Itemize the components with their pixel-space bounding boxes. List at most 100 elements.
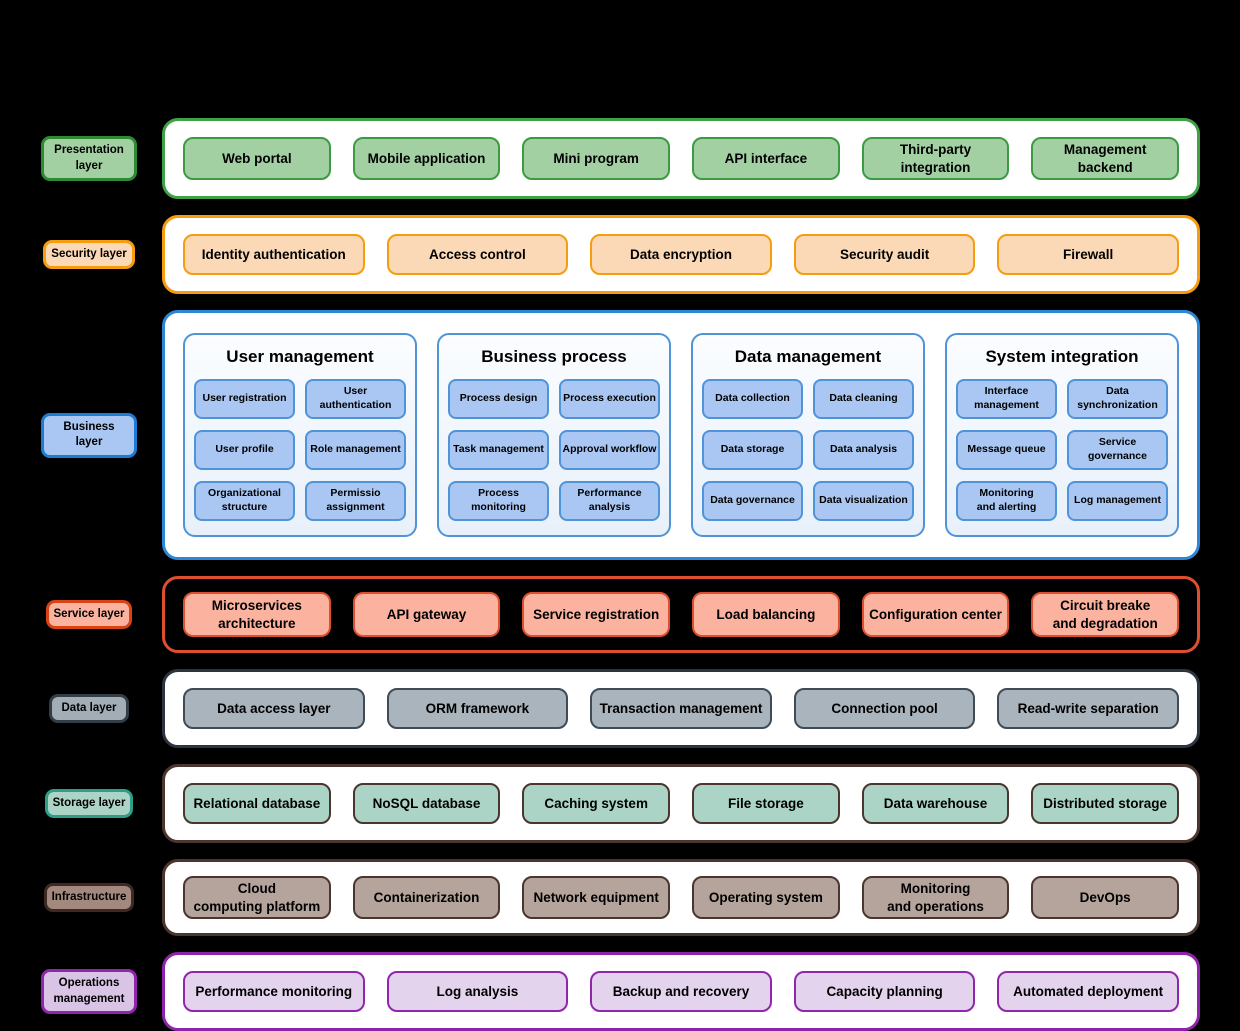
operations-layer-row: Operations management Performance monito… — [36, 952, 1200, 1031]
group-grid: Data collection Data cleaning Data stora… — [702, 379, 914, 522]
business-item: Data collection — [702, 379, 803, 420]
storage-item: NoSQL database — [352, 783, 501, 825]
storage-layer-row: Storage layer Relational database NoSQL … — [36, 764, 1200, 844]
presentation-item: Web portal — [183, 137, 331, 181]
storage-item: Data warehouse — [861, 783, 1010, 825]
presentation-layer-row: Presentation layer Web portal Mobile app… — [36, 118, 1200, 200]
data-item: Read-write separation — [997, 688, 1179, 730]
data-layer-label: Data layer — [49, 693, 129, 724]
business-item: User authentication — [305, 379, 406, 420]
security-layer-label-col: Security layer — [36, 239, 142, 270]
group-title: User management — [226, 347, 374, 367]
business-item: Approval workflow — [559, 430, 660, 471]
business-item: Data storage — [702, 430, 803, 471]
presentation-item: Mobile application — [352, 137, 501, 181]
presentation-item: API interface — [692, 137, 840, 181]
presentation-item: Mini program — [522, 137, 671, 181]
business-item: Monitoring and alerting — [956, 481, 1057, 522]
storage-item: Relational database — [183, 783, 331, 825]
storage-layer-label-col: Storage layer — [36, 788, 142, 819]
business-layer-row: Business layer User management User regi… — [36, 310, 1200, 561]
service-layer-container: Microservices architecture API gateway S… — [162, 576, 1200, 654]
infrastructure-item: Monitoring and operations — [861, 876, 1010, 920]
business-item: Performance analysis — [559, 481, 660, 522]
presentation-item: Third-party integration — [861, 137, 1010, 181]
security-layer-label: Security layer — [43, 239, 135, 270]
security-layer-row: Security layer Identity authentication A… — [36, 215, 1200, 295]
business-item: Task management — [448, 430, 549, 471]
group-grid: Process design Process execution Task ma… — [448, 379, 660, 522]
business-item: Role management — [305, 430, 406, 471]
storage-item: Caching system — [522, 783, 671, 825]
infrastructure-item: Operating system — [692, 876, 840, 920]
business-item: Process monitoring — [448, 481, 549, 522]
operations-item: Log analysis — [386, 971, 569, 1013]
security-item: Data encryption — [590, 234, 772, 276]
data-layer-label-col: Data layer — [36, 693, 142, 724]
security-item: Access control — [386, 234, 569, 276]
infrastructure-layer-label-col: Infrastructure — [36, 882, 142, 913]
data-item: Transaction management — [590, 688, 772, 730]
business-item: Message queue — [956, 430, 1057, 471]
security-item: Firewall — [997, 234, 1179, 276]
business-item: Interface management — [956, 379, 1057, 420]
group-grid: User registration User authentication Us… — [194, 379, 406, 522]
business-item: Process execution — [559, 379, 660, 420]
system-integration-group: System integration Interface management … — [945, 333, 1179, 538]
group-title: Data management — [734, 347, 882, 367]
operations-item: Backup and recovery — [590, 971, 772, 1013]
infrastructure-layer-row: Infrastructure Cloud computing platform … — [36, 859, 1200, 937]
business-item: Data analysis — [813, 430, 914, 471]
presentation-layer-container: Web portal Mobile application Mini progr… — [162, 118, 1200, 200]
business-item: Service governance — [1067, 430, 1168, 471]
presentation-layer-label: Presentation layer — [41, 136, 137, 182]
business-layer-label: Business layer — [41, 412, 137, 458]
operations-layer-label: Operations management — [41, 969, 137, 1015]
business-item: Data visualization — [813, 481, 914, 522]
infrastructure-item: Containerization — [352, 876, 501, 920]
security-item: Security audit — [793, 234, 976, 276]
infrastructure-layer-container: Cloud computing platform Containerizatio… — [162, 859, 1200, 937]
group-grid: Interface management Data synchronizatio… — [956, 379, 1168, 522]
data-item: Data access layer — [183, 688, 365, 730]
service-item: Service registration — [522, 592, 671, 638]
service-item: Circuit breake and degradation — [1031, 592, 1180, 638]
operations-item: Automated deployment — [997, 971, 1179, 1013]
data-item: ORM framework — [386, 688, 569, 730]
business-item: Data governance — [702, 481, 803, 522]
security-item: Identity authentication — [183, 234, 365, 276]
user-management-group: User management User registration User a… — [183, 333, 417, 538]
business-item: Process design — [448, 379, 549, 420]
data-item: Connection pool — [793, 688, 976, 730]
business-item: Data cleaning — [813, 379, 914, 420]
service-layer-label-col: Service layer — [36, 599, 142, 630]
group-title: Business process — [481, 347, 627, 367]
business-item: Organizational structure — [194, 481, 295, 522]
operations-layer-label-col: Operations management — [36, 969, 142, 1015]
service-layer-row: Service layer Microservices architecture… — [36, 576, 1200, 654]
business-item: Permissio assignment — [305, 481, 406, 522]
data-management-group: Data management Data collection Data cle… — [691, 333, 925, 538]
business-process-group: Business process Process design Process … — [437, 333, 671, 538]
storage-item: File storage — [692, 783, 840, 825]
service-layer-label: Service layer — [45, 599, 133, 630]
infrastructure-item: Cloud computing platform — [183, 876, 331, 920]
business-layer-container: User management User registration User a… — [162, 310, 1200, 561]
operations-item: Performance monitoring — [183, 971, 365, 1013]
group-title: System integration — [985, 347, 1139, 367]
service-item: API gateway — [352, 592, 501, 638]
storage-layer-container: Relational database NoSQL database Cachi… — [162, 764, 1200, 844]
business-item: Log management — [1067, 481, 1168, 522]
storage-layer-label: Storage layer — [44, 788, 134, 819]
business-layer-label-col: Business layer — [36, 412, 142, 458]
business-item: User registration — [194, 379, 295, 420]
storage-item: Distributed storage — [1031, 783, 1180, 825]
infrastructure-item: Network equipment — [522, 876, 671, 920]
service-item: Configuration center — [861, 592, 1010, 638]
security-layer-container: Identity authentication Access control D… — [162, 215, 1200, 295]
operations-layer-container: Performance monitoring Log analysis Back… — [162, 952, 1200, 1031]
operations-item: Capacity planning — [793, 971, 976, 1013]
data-layer-row: Data layer Data access layer ORM framewo… — [36, 669, 1200, 749]
data-layer-container: Data access layer ORM framework Transact… — [162, 669, 1200, 749]
business-item: User profile — [194, 430, 295, 471]
